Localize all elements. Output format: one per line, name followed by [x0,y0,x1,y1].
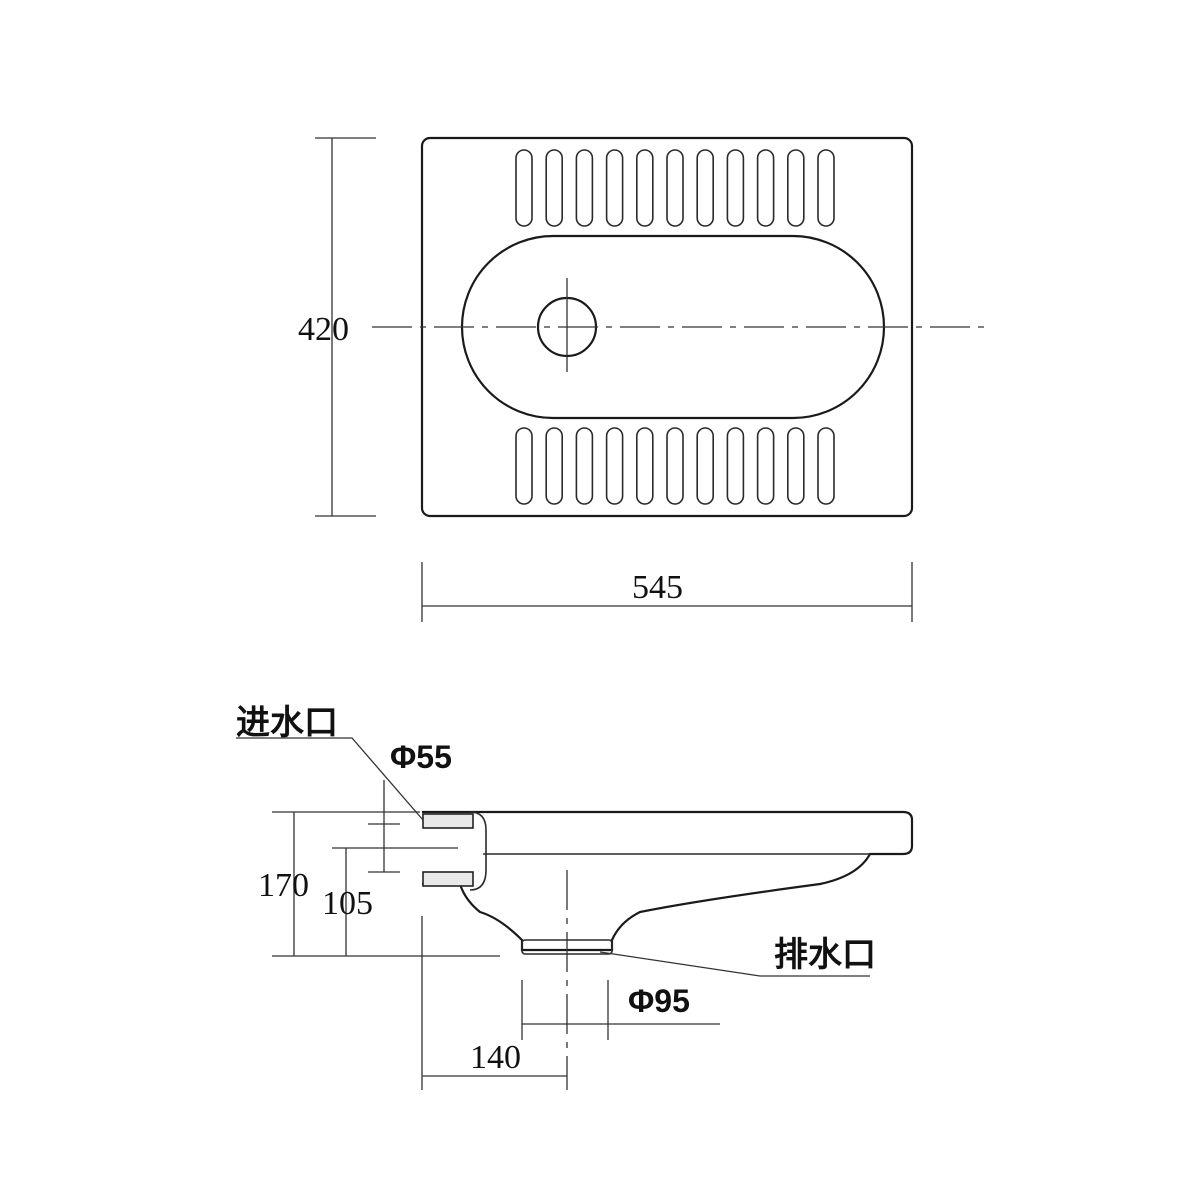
upper-grip-slot [786,149,805,227]
inlet-label: 进水口 [236,703,338,743]
upper-grip-slot [817,149,835,227]
inlet-leader [236,737,424,821]
lower-grip-slot [605,427,624,505]
outlet-diameter-dimension: Φ95 [521,980,720,1040]
lower-grip-slots [515,427,835,505]
upper-grip-slot [666,149,684,227]
side-view: 进水口 Φ55 170 105 排水口 Φ95 [236,703,914,1090]
total-height-label: 170 [258,867,309,904]
lower-grip-slot [545,427,564,505]
lower-grip-slot [786,427,805,505]
height-dimension-label: 420 [298,311,349,348]
inlet-seal-top [422,813,474,829]
outlet-diameter-label: Φ95 [628,983,690,1019]
upper-grip-slot [605,149,624,227]
lower-grip-slot [817,427,835,505]
upper-grip-slot [635,149,654,227]
outlet-leader [599,951,870,977]
lower-grip-slot [756,427,775,505]
upper-grip-slot [756,149,775,227]
lower-grip-slot [696,427,715,505]
lower-grip-slot [635,427,654,505]
upper-grip-slot [726,149,745,227]
inlet-seal-bottom [422,871,474,887]
width-dimension-label: 545 [632,569,683,606]
upper-grip-slot [545,149,564,227]
height-dimension: 420 [298,137,376,517]
inlet-height-label: 105 [322,885,373,922]
lower-grip-slot [515,427,533,505]
upper-grip-slots [515,149,835,227]
inlet-height-dimension: 105 [322,847,373,956]
upper-grip-slot [696,149,715,227]
inlet-diameter-label: Φ55 [390,739,452,775]
inlet-housing [469,811,487,891]
lower-grip-slot [666,427,684,505]
outlet-label: 排水口 [774,935,876,975]
outlet-offset-dimension: 140 [421,916,567,1090]
top-view: 420 545 [298,136,990,622]
side-view-body-outline [422,810,914,952]
lower-grip-slot [575,427,594,505]
upper-grip-slot [575,149,594,227]
upper-grip-slot [515,149,533,227]
outlet-offset-label: 140 [470,1039,521,1076]
width-dimension: 545 [421,562,913,622]
total-height-dimension: 170 [258,811,500,957]
lower-grip-slot [726,427,745,505]
